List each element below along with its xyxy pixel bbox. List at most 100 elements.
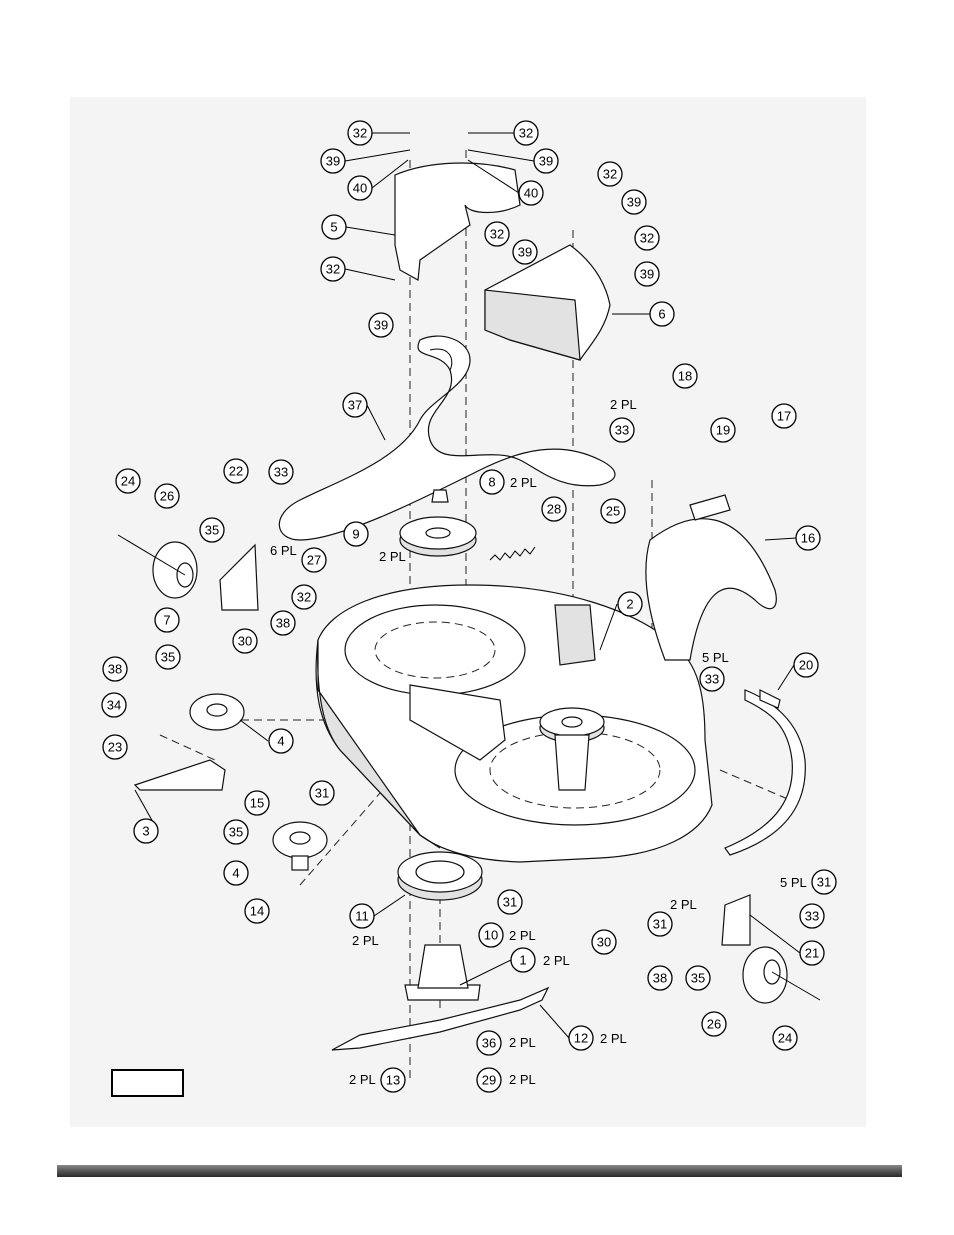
callout-circle (349, 903, 375, 929)
quantity-note: 2 PL (379, 549, 406, 564)
callout-number: 31 (503, 895, 517, 910)
callout-circle (115, 468, 141, 494)
callout-1: 1 (510, 947, 536, 973)
callout-number: 27 (307, 553, 321, 568)
callout-number: 2 (626, 597, 633, 612)
callout-circle (617, 591, 643, 617)
deck-spindle (539, 707, 605, 791)
discharge-deflector (645, 494, 777, 661)
callout-number: 35 (161, 650, 175, 665)
callout-circle (244, 790, 270, 816)
callout-39: 39 (368, 312, 394, 338)
callout-40: 40 (347, 175, 373, 201)
callout-circle (591, 929, 617, 955)
callout-39: 39 (533, 148, 559, 174)
callout-32: 32 (347, 120, 373, 146)
callout-circle (513, 120, 539, 146)
callout-circle (244, 898, 270, 924)
callout-32: 32 (291, 584, 317, 610)
callout-38: 38 (647, 965, 673, 991)
callout-circle (811, 869, 837, 895)
callout-number: 26 (707, 1017, 721, 1032)
front-bracket (724, 689, 806, 856)
callout-33: 33 (268, 459, 294, 485)
callout-21: 21 (799, 940, 825, 966)
callout-circle (701, 1011, 727, 1037)
drive-belt (278, 335, 616, 541)
callout-circle (597, 161, 623, 187)
callout-number: 38 (653, 971, 667, 986)
callout-number: 35 (691, 971, 705, 986)
callout-number: 29 (482, 1073, 496, 1088)
callout-circle (232, 628, 258, 654)
callout-12: 12 (568, 1025, 594, 1051)
callout-27: 27 (301, 547, 327, 573)
callout-number: 38 (276, 616, 290, 631)
callout-number: 28 (547, 502, 561, 517)
callout-circle (479, 469, 505, 495)
callout-28: 28 (541, 496, 567, 522)
callout-circle (368, 312, 394, 338)
callout-circle (155, 644, 181, 670)
callout-number: 4 (277, 734, 284, 749)
callout-20: 20 (793, 652, 819, 678)
callout-circle (541, 496, 567, 522)
callout-circle (647, 965, 673, 991)
callout-24: 24 (115, 468, 141, 494)
callout-32: 32 (484, 221, 510, 247)
callout-circle (634, 261, 660, 287)
callout-39: 39 (512, 239, 538, 265)
callout-number: 30 (597, 935, 611, 950)
quantity-note: 2 PL (509, 1072, 536, 1087)
callout-11: 11 (349, 903, 375, 929)
callout-circle (518, 180, 544, 206)
callout-number: 31 (653, 917, 667, 932)
callout-8: 8 (479, 469, 505, 495)
callout-circle (634, 225, 660, 251)
callout-6: 6 (649, 301, 675, 327)
callout-number: 39 (374, 318, 388, 333)
callout-number: 4 (232, 866, 239, 881)
quantity-note: 6 PL (270, 543, 297, 558)
idler-assembly (133, 693, 328, 871)
callout-circle (710, 417, 736, 443)
callout-31: 31 (811, 869, 837, 895)
callout-circle (795, 525, 821, 551)
callout-circle (223, 458, 249, 484)
quantity-note: 2 PL (543, 953, 570, 968)
tension-spring (489, 546, 536, 561)
callout-circle (102, 734, 128, 760)
callout-number: 35 (205, 523, 219, 538)
callout-number: 6 (658, 307, 665, 322)
callout-number: 17 (777, 409, 791, 424)
quantity-note: 2 PL (510, 475, 537, 490)
callout-number: 20 (799, 658, 813, 673)
quantity-note: 5 PL (780, 875, 807, 890)
callout-number: 35 (229, 825, 243, 840)
callout-34: 34 (101, 692, 127, 718)
callout-23: 23 (102, 734, 128, 760)
callout-35: 35 (685, 965, 711, 991)
callout-number: 8 (488, 475, 495, 490)
callout-32: 32 (513, 120, 539, 146)
callout-number: 14 (250, 904, 264, 919)
callout-number: 31 (817, 875, 831, 890)
quantity-note: 2 PL (610, 397, 637, 412)
callout-39: 39 (634, 261, 660, 287)
spindle-pulley (399, 489, 477, 557)
callout-circle (320, 148, 346, 174)
callout-circle (647, 911, 673, 937)
callout-number: 3 (142, 824, 149, 839)
callout-number: 19 (716, 423, 730, 438)
callout-number: 40 (524, 186, 538, 201)
callout-circle (101, 692, 127, 718)
callout-circle (291, 584, 317, 610)
callout-number: 10 (484, 928, 498, 943)
callout-circle (478, 922, 504, 948)
figure-label-box (111, 1069, 184, 1097)
callout-30: 30 (232, 628, 258, 654)
callout-26: 26 (701, 1011, 727, 1037)
callout-16: 16 (795, 525, 821, 551)
